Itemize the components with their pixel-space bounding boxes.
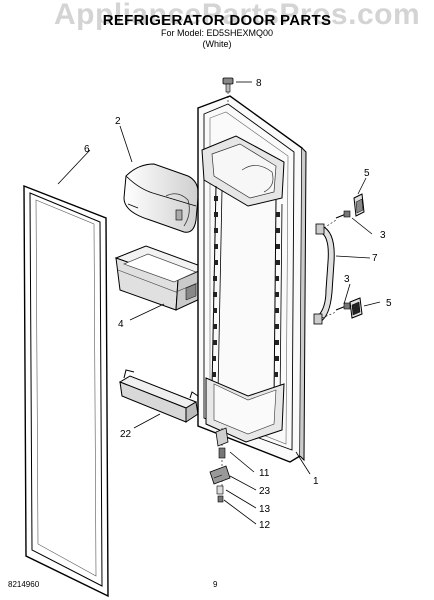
- lower-hinge-hardware: [209, 427, 231, 503]
- door-bin: [114, 245, 208, 311]
- callout-4: 4: [118, 319, 124, 330]
- dairy-door: [123, 163, 199, 233]
- callout-6: 6: [84, 144, 90, 155]
- door-gasket: [23, 184, 109, 598]
- callout-13: 13: [259, 504, 271, 515]
- callout-2: 2: [115, 116, 121, 127]
- door-handle: [313, 223, 335, 325]
- page-title: REFRIGERATOR DOOR PARTS: [102, 12, 332, 29]
- callout-labels: 8 2 6 5 3 7 3 5 4 22 11 1 23 13 12: [84, 78, 392, 531]
- callout-22: 22: [120, 429, 132, 440]
- leader-lines: [57, 81, 381, 525]
- callout-8: 8: [256, 78, 262, 89]
- color-line: (White): [202, 39, 232, 49]
- callout-3-lower: 3: [344, 274, 350, 285]
- callout-12: 12: [259, 520, 271, 531]
- callout-5-upper: 5: [364, 168, 370, 179]
- callout-7: 7: [372, 253, 378, 264]
- handle-end-caps: [349, 193, 365, 319]
- callout-11: 11: [259, 468, 270, 479]
- document-number: 8214960: [8, 580, 40, 589]
- callout-5-lower: 5: [386, 298, 392, 309]
- callout-1: 1: [313, 476, 319, 487]
- door-assembly: [197, 95, 307, 463]
- page-number: 9: [213, 580, 218, 589]
- callout-23: 23: [259, 486, 271, 497]
- watermark: AppliancePartsPros.com: [54, 0, 421, 31]
- lower-door-shelf: [118, 369, 199, 423]
- model-line: For Model: ED5SHEXMQ00: [160, 28, 274, 38]
- callout-3-upper: 3: [380, 230, 386, 241]
- hinge-cap: [222, 77, 234, 102]
